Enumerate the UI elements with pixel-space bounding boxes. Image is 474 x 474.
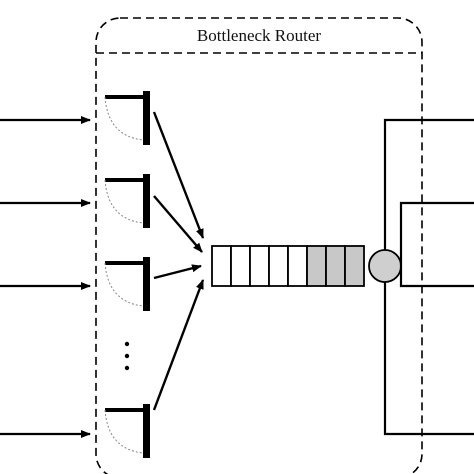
output-link-1 [383, 118, 474, 250]
server-node [368, 249, 402, 283]
queue-slot [249, 245, 270, 287]
queue-slot-filled [325, 245, 346, 287]
output-link-4 [383, 282, 474, 436]
queue-buffer [211, 245, 365, 287]
input-ports [104, 91, 150, 458]
input-port-4 [104, 404, 150, 458]
queue-slot [211, 245, 232, 287]
flow-arrow-4 [152, 279, 205, 411]
queue-slot [268, 245, 289, 287]
input-port-1 [104, 91, 150, 145]
output-links [383, 118, 474, 436]
ellipsis-icon [124, 341, 130, 371]
input-port-2 [104, 174, 150, 228]
input-links [0, 116, 91, 438]
flow-arrow-2 [153, 195, 203, 253]
output-link-3 [399, 266, 474, 288]
queue-slot [287, 245, 308, 287]
port-to-queue-arrows [152, 111, 205, 411]
flow-arrow-3 [153, 264, 202, 280]
router-boundary [95, 17, 423, 474]
router-title: Bottleneck Router [197, 26, 322, 45]
queue-slot-filled [306, 245, 327, 287]
flow-arrow-1 [152, 111, 205, 239]
input-port-3 [104, 257, 150, 311]
queue-slot-filled [344, 245, 365, 287]
output-link-2 [399, 201, 474, 266]
queue-slot [230, 245, 251, 287]
